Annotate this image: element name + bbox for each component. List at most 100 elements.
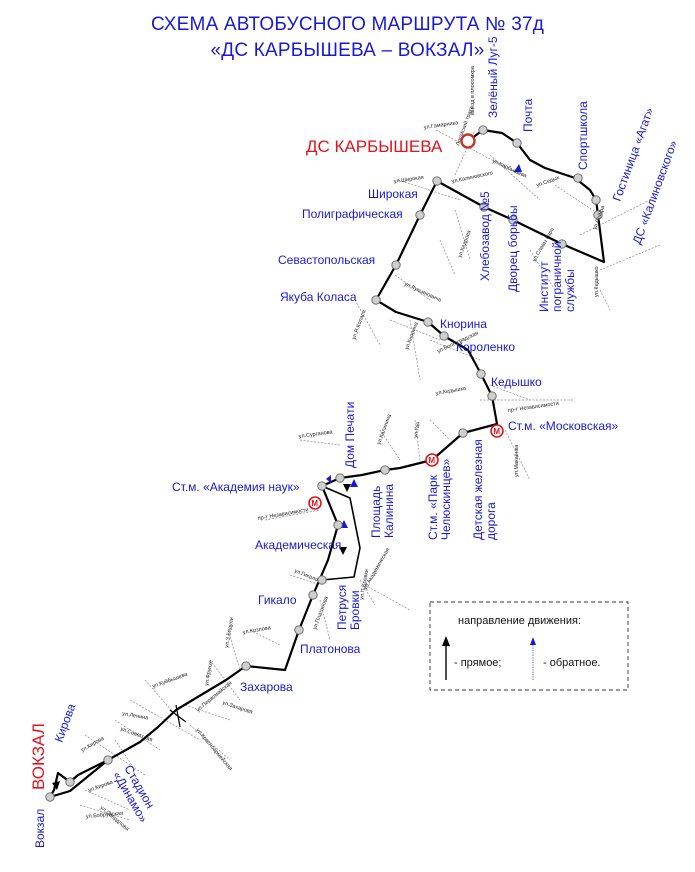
stop-marker-icon [380, 465, 390, 475]
forward-arrow-icon [52, 781, 60, 790]
street-label: ул.Широкая [393, 175, 424, 185]
stops-layer [45, 125, 603, 802]
street-label: ул.Бобруйская [86, 810, 124, 820]
street-label: ул.П.Бровки [359, 569, 370, 601]
stop-label: Широкая [368, 187, 418, 201]
stop-label: Зелёный Луг-5 [486, 36, 500, 118]
legend-reverse: - обратное. [543, 657, 601, 669]
stop-marker-icon [317, 575, 327, 585]
route-line-reverse-branch [321, 485, 361, 581]
terminal-end-label: ВОКЗАЛ [29, 723, 48, 790]
forward-arrow-icon [339, 547, 347, 555]
street-label: ул.Захарова [221, 700, 254, 716]
reverse-arrow-icon [326, 475, 331, 483]
route-line-main [48, 128, 606, 799]
stop-marker-icon [335, 473, 345, 483]
stop-label: Детская железнаядорога [471, 439, 498, 540]
street-label: ул.Ленина [122, 711, 150, 722]
stop-marker-icon [591, 195, 601, 205]
stop-marker-icon [476, 369, 486, 379]
stop-label: Дом Печати [343, 402, 357, 468]
street-label: ул.Козлова [242, 625, 272, 636]
stop-marker-icon [557, 239, 567, 249]
street-label: ул.Сейфа [591, 204, 606, 231]
street-label: ул.Кедышко [435, 386, 466, 397]
stop-label: Почта [521, 98, 535, 132]
street-label: ул.Красноармейская [194, 727, 233, 772]
street-label: ул.Кедрова [457, 229, 473, 259]
stop-label: Хлебозавод №5 [478, 191, 492, 281]
stop-label: Вокзал [33, 809, 47, 848]
street-label: ул.Кедышко [594, 266, 600, 297]
street-label: ул.Седых [536, 175, 561, 189]
stop-label: Короленко [456, 340, 515, 354]
stop-label: Севастопольская [278, 253, 375, 267]
street-label: ул.Гикало [293, 568, 318, 583]
stop-label: Гикало [258, 593, 297, 607]
forward-arrow-icon [343, 484, 351, 492]
stop-label: Институтпограничнойслужбы [537, 242, 577, 312]
stop-marker-icon [432, 176, 442, 186]
stop-marker-icon [391, 260, 401, 270]
street-label: ул.Я.Коласа [351, 309, 368, 341]
street-label: ул.Кирова [80, 735, 106, 754]
stop-label: Кедышко [491, 375, 542, 389]
street-label: ул.Гая [413, 421, 422, 438]
stop-marker-icon [103, 755, 113, 765]
stop-marker-icon [512, 138, 522, 148]
legend-forward: - прямое; [454, 657, 501, 669]
stop-marker-icon [458, 428, 468, 438]
street-label: ул.Кирова [88, 779, 115, 794]
svg-text:М: М [493, 427, 500, 436]
stop-marker-icon [65, 777, 75, 787]
stop-marker-icon [308, 590, 318, 600]
stop-label: ПлощадьКалинина [369, 484, 396, 538]
stop-label: Платонова [300, 642, 361, 656]
stop-label: Ст.м. «Академия наук» [172, 480, 300, 494]
stop-label: Спортшкола [576, 101, 590, 170]
stop-label: Полиграфическая [302, 207, 403, 221]
street-label: ул.Лукьяновича [403, 281, 443, 304]
stop-label: Кнорина [440, 317, 487, 331]
forward-arrows [52, 484, 351, 790]
reverse-arrow-icon [514, 164, 522, 172]
stop-label: Кирова [52, 701, 79, 744]
street-label: ул.Макаёнка [514, 444, 520, 477]
metro-layer: М М М [308, 424, 504, 510]
stop-label: Якуба Коласа [280, 290, 357, 304]
street-label: ул.Кнорина [404, 321, 420, 351]
reverse-arrows [326, 164, 522, 528]
street-label: выезд в плосомкра [470, 65, 476, 115]
stop-label: ПетрусяБровки [335, 585, 362, 630]
stop-marker-icon [508, 215, 518, 225]
street-label: ул.З.Бядули [224, 617, 235, 649]
legend-forward-arrow-icon [442, 636, 450, 646]
street-label: ул.Свердлова [99, 805, 131, 833]
svg-text:М: М [311, 499, 318, 508]
metro-icon: М [425, 453, 439, 467]
stop-label: Ст.м. «Московская» [508, 419, 619, 433]
terminal-start-icon [460, 133, 476, 149]
stop-marker-icon [487, 391, 497, 401]
street-label: ул.Калинина [376, 413, 393, 446]
metro-icon: М [308, 496, 322, 510]
stop-label: Ст.м. «ПаркЧелюскинцев» [426, 458, 453, 540]
street-label: ул.Сурганова [298, 429, 333, 440]
stop-marker-icon [333, 520, 343, 530]
overpass-icon [169, 704, 187, 728]
stop-marker-icon [45, 792, 55, 802]
street-label: ул.Карбышева [491, 158, 528, 180]
stop-marker-icon [479, 202, 489, 212]
legend-title: направление движения: [458, 615, 581, 627]
stop-marker-icon [478, 125, 488, 135]
street-label: ул.Калиновского [451, 170, 493, 185]
street-label: ул.Фрунзе [204, 660, 214, 687]
stop-marker-icon [241, 661, 251, 671]
reverse-arrow-icon [350, 479, 358, 487]
stop-label: Захарова [240, 680, 293, 694]
street-label: ул.Куйбышева [151, 670, 189, 690]
stop-marker-icon [573, 173, 583, 183]
